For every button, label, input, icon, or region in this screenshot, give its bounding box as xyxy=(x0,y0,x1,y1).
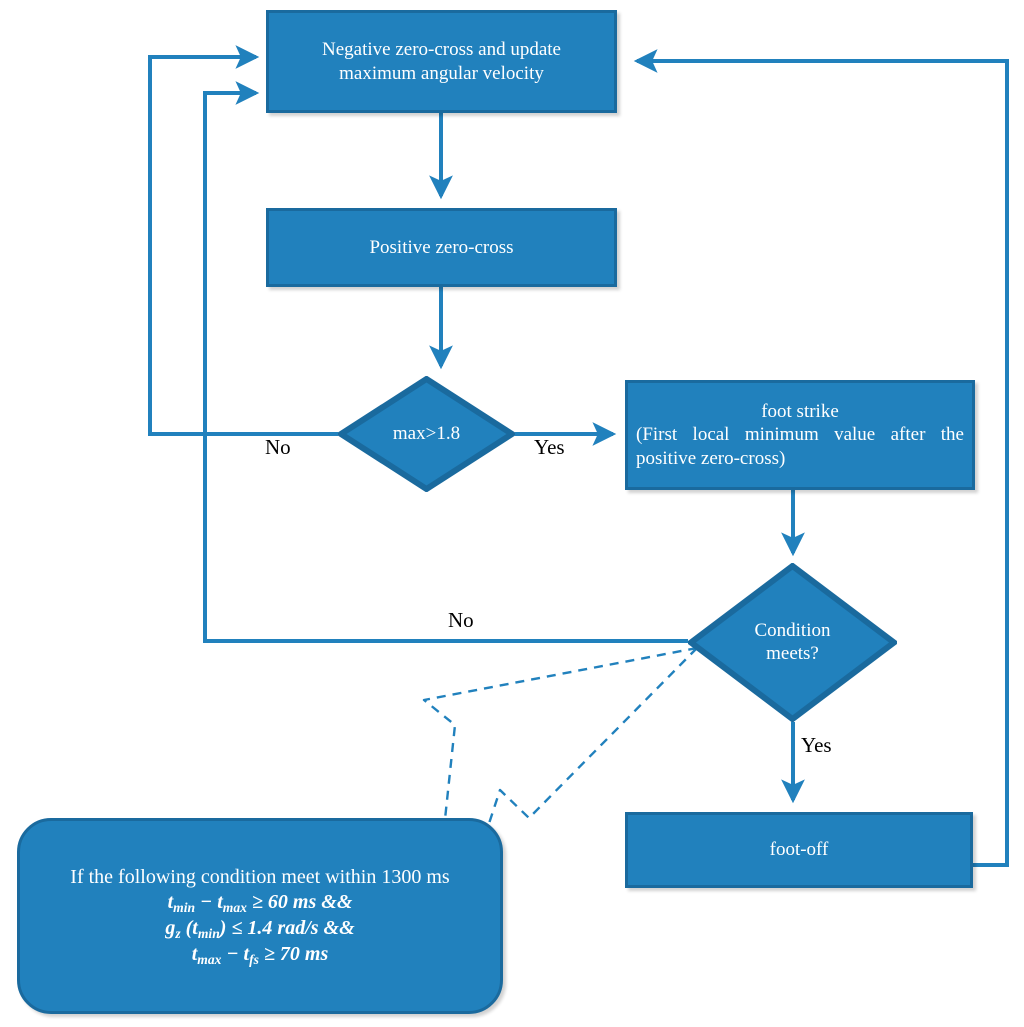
node-foot-off[interactable]: foot-off xyxy=(625,812,973,888)
max-decision-shape xyxy=(338,376,515,492)
condition-box-line-3: gz (tmin) ≤ 1.4 rad/s && xyxy=(30,916,490,942)
cb3d: min xyxy=(197,925,220,941)
edge-condition-no-loop xyxy=(203,81,688,643)
edge-label-max-no: No xyxy=(265,435,291,459)
cb3e: ) ≤ 1.4 rad/s && xyxy=(219,916,355,939)
cb4b: max xyxy=(197,951,222,967)
node-foot-strike[interactable]: foot strike (First local minimum value a… xyxy=(625,380,975,490)
node-condition-box-text: If the following condition meet within 1… xyxy=(20,865,500,968)
edge-foot-off-loop xyxy=(633,49,1009,867)
condition-box-line-2: tmin − tmax ≥ 60 ms && xyxy=(30,890,490,916)
edge-label-condition-no: No xyxy=(448,608,474,632)
condition-box-line-1: If the following condition meet within 1… xyxy=(70,865,450,888)
node-max-decision[interactable]: max>1.8 xyxy=(338,376,515,492)
node-negative-zero-cross-line-1: Negative zero-cross and update xyxy=(322,39,561,61)
cb3c: (t xyxy=(180,916,198,939)
cb2e: ≥ 60 ms && xyxy=(246,890,353,913)
node-positive-zero-cross[interactable]: Positive zero-cross xyxy=(266,208,617,287)
cb2d: max xyxy=(222,899,247,915)
cb2a: t xyxy=(167,890,174,913)
cb2c: − t xyxy=(195,890,223,913)
edge-label-max-yes: Yes xyxy=(534,435,565,459)
cb3b: z xyxy=(175,925,181,941)
condition-box-line-4: tmax − tfs ≥ 70 ms xyxy=(30,942,490,968)
cb3a: g xyxy=(165,916,176,939)
cb2b: min xyxy=(173,899,196,915)
cb4a: t xyxy=(191,942,198,965)
node-positive-zero-cross-label: Positive zero-cross xyxy=(369,236,514,258)
node-negative-zero-cross[interactable]: Negative zero-cross and update maximum a… xyxy=(266,10,617,113)
node-condition-box[interactable]: If the following condition meet within 1… xyxy=(17,818,503,1014)
node-foot-strike-line-1: foot strike xyxy=(761,401,839,423)
node-negative-zero-cross-text: Negative zero-cross and update maximum a… xyxy=(269,38,614,84)
cb4e: ≥ 70 ms xyxy=(258,942,329,965)
node-condition-decision[interactable]: Condition meets? xyxy=(688,563,897,722)
cb4d: fs xyxy=(249,951,259,967)
node-foot-strike-line-2: (First local minimum value after the pos… xyxy=(636,424,964,469)
node-foot-strike-text: foot strike (First local minimum value a… xyxy=(628,400,972,470)
cb4c: − t xyxy=(221,942,250,965)
edge-label-condition-yes: Yes xyxy=(801,733,832,757)
node-negative-zero-cross-line-2: maximum angular velocity xyxy=(339,62,544,84)
condition-decision-shape xyxy=(688,563,897,722)
node-foot-off-label: foot-off xyxy=(769,839,829,861)
edge-max-no-loop xyxy=(148,45,338,436)
